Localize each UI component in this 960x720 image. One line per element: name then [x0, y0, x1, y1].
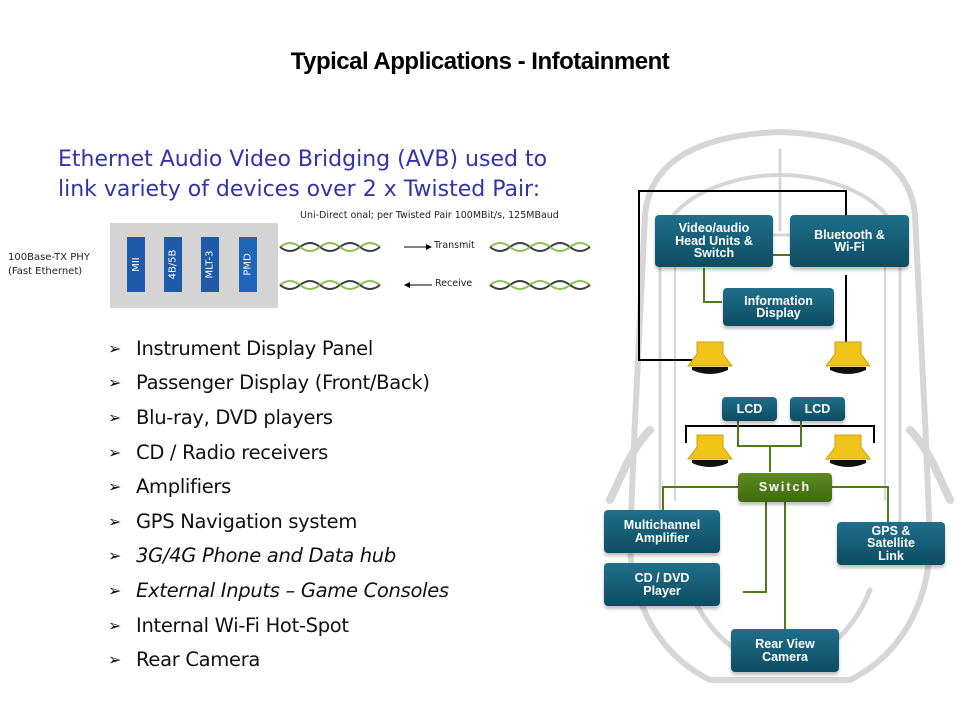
- arrow-bullet-icon: ➢: [108, 580, 122, 600]
- speaker-icon: [825, 341, 871, 374]
- phy-block-label: MLT-3: [204, 250, 216, 279]
- arrow-bullet-icon: ➢: [108, 477, 122, 497]
- arrow-bullet-icon: ➢: [108, 373, 122, 393]
- list-item: ➢ GPS Navigation system: [108, 504, 449, 539]
- list-item: ➢ Amplifiers: [108, 469, 449, 504]
- node-cd-dvd-player: CD / DVD Player: [604, 563, 720, 606]
- slide-title: Typical Applications - Infotainment: [290, 48, 670, 75]
- node-lcd-right: LCD: [790, 397, 845, 421]
- arrow-bullet-icon: ➢: [108, 407, 122, 427]
- speaker-icon: [687, 434, 733, 467]
- phy-label-line2: (Fast Ethernet): [8, 266, 83, 277]
- twisted-pairs-graphic: [279, 242, 591, 290]
- transmit-arrow-icon: [404, 244, 432, 250]
- receive-arrow-icon: [404, 282, 432, 288]
- node-head-unit: Video/audio Head Units & Switch: [655, 215, 773, 267]
- list-item: ➢ Blu-ray, DVD players: [108, 400, 449, 435]
- phy-block-label: 4B/5B: [167, 249, 179, 280]
- node-rear-view-camera: Rear View Camera: [731, 629, 839, 672]
- list-item-text: Blu-ray, DVD players: [136, 405, 333, 429]
- audio-wires-black: [638, 190, 875, 443]
- transmit-label: Transmit: [434, 240, 475, 251]
- list-item-text: 3G/4G Phone and Data hub: [136, 544, 396, 568]
- applications-list: ➢ Instrument Display Panel ➢ Passenger Dis…: [108, 331, 449, 677]
- arrow-bullet-icon: ➢: [108, 511, 122, 531]
- phy-block-label: PMD: [242, 253, 254, 276]
- arrow-bullet-icon: ➢: [108, 546, 122, 566]
- receive-twisted-pair-left: [279, 280, 381, 290]
- node-lcd-left: LCD: [722, 397, 777, 421]
- phy-block-label: MII: [130, 257, 142, 272]
- receive-label: Receive: [435, 278, 473, 289]
- twisted-pair-caption: Uni-Direct onal; per Twisted Pair 100MBi…: [300, 210, 559, 221]
- arrow-bullet-icon: ➢: [108, 338, 122, 358]
- list-item-text: Amplifiers: [136, 475, 232, 499]
- phy-block-4b5b: 4B/5B: [164, 237, 182, 292]
- list-item: ➢ Instrument Display Panel: [108, 331, 449, 366]
- phy-label: 100Base-TX PHY (Fast Ethernet): [8, 251, 90, 279]
- speaker-icon: [825, 434, 871, 467]
- phy-block-diagram: MII 4B/5B MLT-3 PMD: [110, 223, 278, 308]
- arrow-bullet-icon: ➢: [108, 442, 122, 462]
- node-multichannel-amplifier: Multichannel Amplifier: [604, 510, 720, 553]
- phy-block-mlt3: MLT-3: [201, 237, 219, 292]
- subtitle: Ethernet Audio Video Bridging (AVB) used…: [58, 147, 548, 202]
- phy-block-mii: MII: [127, 237, 145, 292]
- arrow-bullet-icon: ➢: [108, 650, 122, 670]
- phy-block-pmd: PMD: [239, 237, 257, 292]
- list-item-text: External Inputs – Game Consoles: [136, 578, 449, 602]
- list-item-text: Instrument Display Panel: [136, 336, 373, 360]
- phy-label-line1: 100Base-TX PHY: [8, 252, 90, 263]
- list-item: ➢ CD / Radio receivers: [108, 435, 449, 470]
- list-item-text: Passenger Display (Front/Back): [136, 371, 430, 395]
- list-item: ➢ 3G/4G Phone and Data hub: [108, 539, 449, 574]
- list-item-text: GPS Navigation system: [136, 509, 358, 533]
- arrow-bullet-icon: ➢: [108, 615, 122, 635]
- list-item: ➢ Passenger Display (Front/Back): [108, 366, 449, 401]
- list-item-text: Rear Camera: [136, 648, 261, 672]
- list-item: ➢ Internal Wi-Fi Hot-Spot: [108, 608, 449, 643]
- node-bluetooth-wifi: Bluetooth & Wi-Fi: [790, 215, 909, 267]
- list-item-text: Internal Wi-Fi Hot-Spot: [136, 613, 349, 637]
- speaker-icon: [687, 341, 733, 374]
- node-gps-satellite: GPS & Satellite Link: [837, 522, 945, 565]
- node-information-display: Information Display: [723, 288, 834, 326]
- list-item: ➢ Rear Camera: [108, 642, 449, 677]
- node-switch: Switch: [738, 473, 832, 502]
- transmit-twisted-pair-left: [279, 242, 381, 252]
- receive-twisted-pair-right: [489, 280, 591, 290]
- ethernet-wires-green: [662, 254, 889, 636]
- list-item: ➢ External Inputs – Game Consoles: [108, 573, 449, 608]
- transmit-twisted-pair-right: [489, 242, 591, 252]
- list-item-text: CD / Radio receivers: [136, 440, 329, 464]
